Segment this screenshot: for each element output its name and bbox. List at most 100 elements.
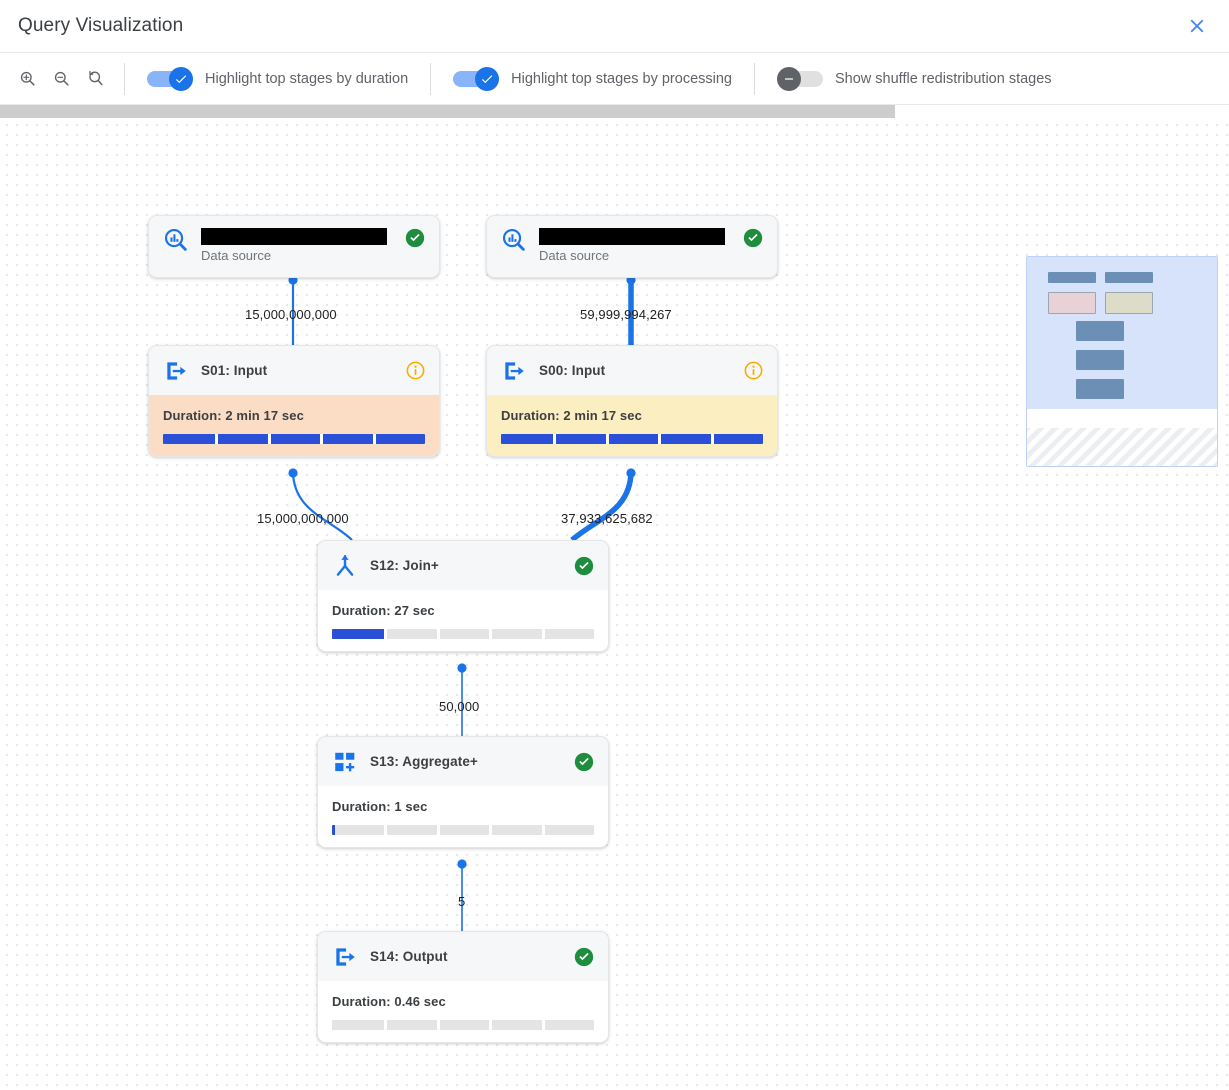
toggle-show-shuffle[interactable]: Show shuffle redistribution stages: [755, 53, 1074, 104]
join-merge-icon: [332, 553, 358, 579]
minimap-node: [1105, 272, 1153, 283]
edge-label: 15,000,000,000: [245, 307, 337, 322]
node-header: S01: Input: [149, 346, 439, 395]
status-badge-success: [742, 227, 764, 249]
toggle-highlight-duration[interactable]: Highlight top stages by duration: [125, 53, 430, 104]
minimap-node: [1076, 350, 1124, 370]
edge-label: 5: [458, 894, 466, 909]
zoom-in-button[interactable]: [10, 62, 44, 96]
status-badge-success: [573, 751, 595, 773]
edge-line: [291, 470, 353, 541]
status-badge-info[interactable]: [405, 360, 426, 381]
duration-label: Duration: 0.46 sec: [332, 994, 446, 1009]
edge-endpoint-dot: [288, 468, 298, 478]
minimap[interactable]: [1026, 256, 1218, 467]
edge-endpoint-dot: [626, 468, 636, 478]
switch-knob: [777, 66, 801, 91]
bigquery-search-icon: [501, 227, 527, 253]
node-stage-s13[interactable]: S13: Aggregate+ Duration: 1 sec: [317, 736, 609, 848]
toggle-label-highlight-duration: Highlight top stages by duration: [205, 70, 409, 87]
node-data-source-left[interactable]: Data source: [148, 215, 440, 278]
zoom-out-icon: [54, 71, 69, 86]
minimap-node: [1076, 379, 1124, 399]
zoom-controls: [0, 53, 124, 104]
data-source-subtitle: Data source: [539, 248, 610, 263]
horizontal-scrollbar[interactable]: [0, 105, 1229, 119]
node-stage-s14[interactable]: S14: Output Duration: 0.46 sec: [317, 931, 609, 1043]
aggregate-squares-icon: [332, 749, 358, 775]
switch-knob: [475, 66, 500, 91]
output-arrow-icon: [332, 944, 358, 970]
progress-bar: [501, 434, 763, 444]
status-badge-info[interactable]: [743, 360, 764, 381]
input-arrow-icon: [163, 358, 189, 384]
node-stage-s12[interactable]: S12: Join+ Duration: 27 sec: [317, 540, 609, 652]
node-header: S12: Join+: [318, 541, 608, 590]
progress-bar: [163, 434, 425, 444]
edge-line: [570, 470, 634, 543]
node-title: S01: Input: [201, 363, 268, 378]
node-title: S14: Output: [370, 949, 448, 964]
toolbar-divider: [124, 62, 125, 95]
zoom-in-icon: [20, 71, 35, 86]
graph-toolbar: Highlight top stages by duration Highlig…: [0, 52, 1229, 105]
duration-label: Duration: 1 sec: [332, 799, 428, 814]
node-header: Data source: [487, 216, 777, 277]
check-icon: [482, 74, 493, 83]
edge-label: 37,933,625,682: [561, 511, 653, 526]
scrollbar-thumb[interactable]: [0, 105, 895, 118]
data-source-text: Data source: [201, 227, 392, 263]
data-source-subtitle: Data source: [201, 248, 272, 263]
node-body: Duration: 27 sec: [318, 590, 608, 651]
node-body: Duration: 0.46 sec: [318, 981, 608, 1042]
toggle-highlight-processing[interactable]: Highlight top stages by processing: [431, 53, 754, 104]
progress-fill: [332, 825, 335, 835]
duration-label: Duration: 2 min 17 sec: [501, 408, 642, 423]
edge-label: 50,000: [439, 699, 480, 714]
node-title: S13: Aggregate+: [370, 754, 478, 769]
node-title: S00: Input: [539, 363, 606, 378]
status-badge-success: [573, 555, 595, 577]
minimap-node: [1048, 292, 1096, 314]
switch-highlight-processing[interactable]: [453, 66, 500, 91]
close-button[interactable]: [1179, 8, 1215, 44]
close-icon: [1190, 19, 1204, 33]
toggle-label-highlight-processing: Highlight top stages by processing: [511, 70, 732, 87]
node-stage-s00[interactable]: S00: Input Duration: 2 min 17 sec: [486, 345, 778, 457]
progress-bar: [332, 1020, 594, 1030]
node-header: Data source: [149, 216, 439, 277]
minimap-node: [1048, 272, 1096, 283]
duration-label: Duration: 27 sec: [332, 603, 435, 618]
check-icon: [175, 74, 187, 83]
data-source-text: Data source: [539, 227, 730, 263]
node-stage-s01[interactable]: S01: Input Duration: 2 min 17 sec: [148, 345, 440, 457]
node-body: Duration: 2 min 17 sec: [487, 395, 777, 456]
node-body: Duration: 1 sec: [318, 786, 608, 847]
zoom-reset-icon: [88, 70, 103, 86]
node-title: S12: Join+: [370, 558, 439, 573]
node-body: Duration: 2 min 17 sec: [149, 395, 439, 456]
minimap-hatched-area: [1027, 428, 1217, 466]
switch-knob: [169, 66, 193, 91]
toolbar-divider: [430, 62, 432, 95]
switch-highlight-duration[interactable]: [147, 66, 193, 91]
progress-bar: [332, 825, 594, 835]
status-badge-success: [404, 227, 426, 249]
minimap-node: [1076, 321, 1124, 341]
switch-show-shuffle[interactable]: [777, 66, 823, 91]
progress-fill: [332, 629, 388, 639]
zoom-out-button[interactable]: [44, 62, 78, 96]
node-header: S00: Input: [487, 346, 777, 395]
progress-fill: [501, 434, 763, 444]
minus-icon: [784, 77, 794, 80]
graph-canvas[interactable]: 15,000,000,000 59,999,994,267 15,000,000…: [0, 119, 1229, 1089]
zoom-reset-button[interactable]: [78, 62, 112, 96]
toggle-label-show-shuffle: Show shuffle redistribution stages: [835, 70, 1052, 87]
edge-endpoint-dot: [457, 663, 467, 673]
minimap-node: [1105, 292, 1153, 314]
node-data-source-right[interactable]: Data source: [486, 215, 778, 278]
edge-label: 59,999,994,267: [580, 307, 672, 322]
progress-bar: [332, 629, 594, 639]
edge-endpoint-dot: [457, 859, 467, 869]
page-title: Query Visualization: [18, 15, 184, 36]
